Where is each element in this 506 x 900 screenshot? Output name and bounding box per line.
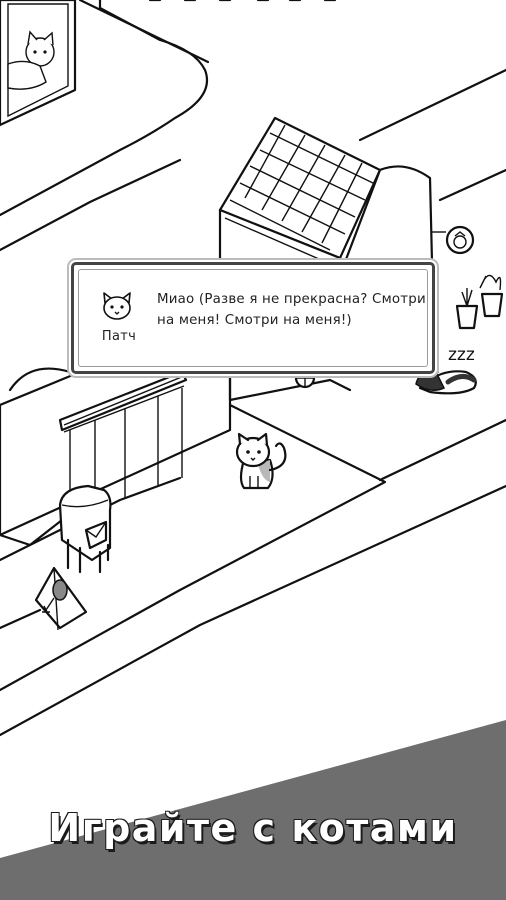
cat-face-icon <box>103 292 131 320</box>
sleeping-cat[interactable]: zzz <box>415 345 477 395</box>
shop-building <box>0 367 232 547</box>
speaker-name: Патч <box>101 329 137 344</box>
potted-plants <box>455 274 504 330</box>
sleep-marker: zzz <box>448 345 475 365</box>
tiled-roof-house <box>218 116 434 267</box>
window-cat-icon <box>7 30 55 90</box>
bowl-sign-icon <box>432 225 475 255</box>
dialog-inner-border <box>78 269 428 367</box>
chicken-leg-sign-icon[interactable] <box>34 566 88 631</box>
mailbox-icon[interactable] <box>58 484 112 574</box>
dialog-box[interactable]: Патч Миао (Разве я не прекрасна? Смотри … <box>71 262 435 374</box>
street-lines <box>0 0 506 737</box>
patch-cat[interactable] <box>235 432 287 490</box>
caption-banner <box>0 720 506 900</box>
promo-caption: Играйте с котами <box>48 806 458 850</box>
dialog-message: Миао (Разве я не прекрасна? Смотри на ме… <box>157 292 426 328</box>
shop-window <box>0 0 77 127</box>
